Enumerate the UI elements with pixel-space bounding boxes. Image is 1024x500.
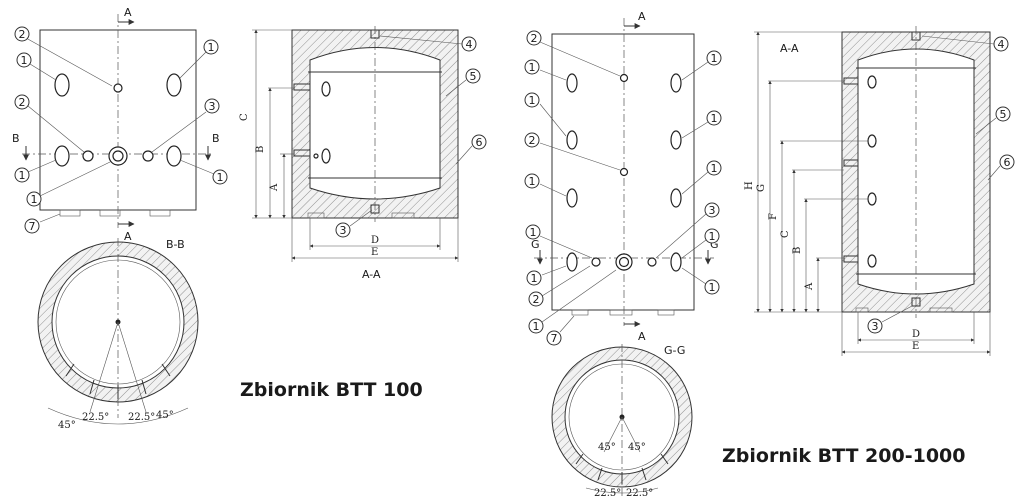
large-callout-2-mid: 2 <box>529 134 536 147</box>
small-port-lower-right <box>166 145 182 167</box>
large-plan-label: G-G <box>664 344 685 357</box>
large-callout-1-r4r: 1 <box>709 230 716 243</box>
small-port-lower-left <box>54 145 70 167</box>
large-callout-1-r1r: 1 <box>711 52 718 65</box>
large-callout-1-center: 1 <box>533 320 540 333</box>
large-callout-1-r2r: 1 <box>711 112 718 125</box>
large-callout-5: 5 <box>1000 108 1007 121</box>
large-dim-E: E <box>912 341 919 352</box>
large-plane-label-left: G <box>531 238 540 251</box>
small-angle-1: 22.5° <box>82 412 109 423</box>
small-cut-label-bottom: A <box>124 230 132 243</box>
large-callout-6: 6 <box>1004 156 1011 169</box>
small-plan-view: B-B 22.5° 22.5° 45° 45° <box>37 238 199 431</box>
large-callout-1-r3r: 1 <box>711 162 718 175</box>
small-section-label: A-A <box>362 268 381 281</box>
small-callout-1-lr: 1 <box>217 171 224 184</box>
large-callout-3-section: 3 <box>872 320 879 333</box>
small-angle-4: 45° <box>156 410 174 421</box>
large-callout-2-top: 2 <box>531 32 538 45</box>
large-dim-G: G <box>756 184 767 192</box>
small-angle-3: 45° <box>58 420 76 431</box>
small-cut-label-top: A <box>124 6 132 19</box>
large-angle-4: 45° <box>628 442 646 453</box>
large-callout-3: 3 <box>709 204 716 217</box>
small-dim-C: C <box>239 113 250 121</box>
large-callout-4: 4 <box>998 38 1005 51</box>
large-callout-1-r4l: 1 <box>530 226 537 239</box>
small-callout-4: 4 <box>466 38 473 51</box>
small-plane-label-left: B <box>12 132 20 145</box>
small-callout-6: 6 <box>476 136 483 149</box>
large-front-view: A A G G 2 1 1 1 1 2 <box>524 10 722 346</box>
small-callout-1-ll: 1 <box>19 169 26 182</box>
small-tank-title: Zbiornik BTT 100 <box>240 379 423 401</box>
small-callout-2-top: 2 <box>19 28 26 41</box>
large-dim-H: H <box>744 181 755 190</box>
small-port-mid-left <box>82 150 94 162</box>
large-callout-7: 7 <box>551 332 558 345</box>
small-callout-1-center: 1 <box>31 193 38 206</box>
large-dim-F: F <box>768 213 779 220</box>
large-dim-C: C <box>780 230 791 238</box>
small-port-mid-right <box>142 150 154 162</box>
large-plan-view: G-G 45° 45° 22.5° 22.5° <box>551 344 693 499</box>
small-callout-2-mid: 2 <box>19 96 26 109</box>
large-angle-3: 45° <box>598 442 616 453</box>
large-angle-1: 22.5° <box>594 488 621 499</box>
small-dim-D: D <box>371 235 379 246</box>
large-dim-B: B <box>792 247 803 254</box>
small-plan-label: B-B <box>166 238 185 251</box>
large-cut-label-top: A <box>638 10 646 23</box>
small-callout-3: 3 <box>209 100 216 113</box>
small-dim-B: B <box>255 146 266 153</box>
small-callout-1-ur: 1 <box>208 41 215 54</box>
small-port-top-center <box>113 83 123 93</box>
large-tank-title: Zbiornik BTT 200-1000 <box>722 445 965 467</box>
small-section-view: C B A D E A-A 4 5 6 3 <box>239 26 487 281</box>
small-callout-3-section: 3 <box>340 224 347 237</box>
small-angle-2: 22.5° <box>128 412 155 423</box>
small-callout-5: 5 <box>470 70 477 83</box>
large-dim-A: A <box>804 282 815 291</box>
small-port-upper-left <box>54 73 70 97</box>
large-callout-1-r3l: 1 <box>529 175 536 188</box>
small-callout-1-ul: 1 <box>21 54 28 67</box>
large-section-label: A-A <box>780 42 799 55</box>
large-angle-2: 22.5° <box>626 488 653 499</box>
small-dim-A: A <box>269 183 280 192</box>
small-front-view: A A B B 2 1 1 2 3 1 1 1 <box>12 6 228 243</box>
small-dim-E: E <box>371 247 378 258</box>
large-callout-1-r1l: 1 <box>529 61 536 74</box>
large-callout-1-r2l: 1 <box>529 94 536 107</box>
large-dim-D: D <box>912 329 920 340</box>
large-callout-1-bl: 1 <box>531 272 538 285</box>
large-callout-2-bottom: 2 <box>533 293 540 306</box>
large-callout-1-br: 1 <box>709 281 716 294</box>
large-section-view: A-A H G F C B A D E 4 5 6 3 <box>744 26 1015 356</box>
small-plane-label-right: B <box>212 132 220 145</box>
small-callout-7: 7 <box>29 220 36 233</box>
small-port-upper-right <box>166 73 182 97</box>
large-cut-label-bottom: A <box>638 330 646 343</box>
large-plane-label-right: G <box>710 238 719 251</box>
